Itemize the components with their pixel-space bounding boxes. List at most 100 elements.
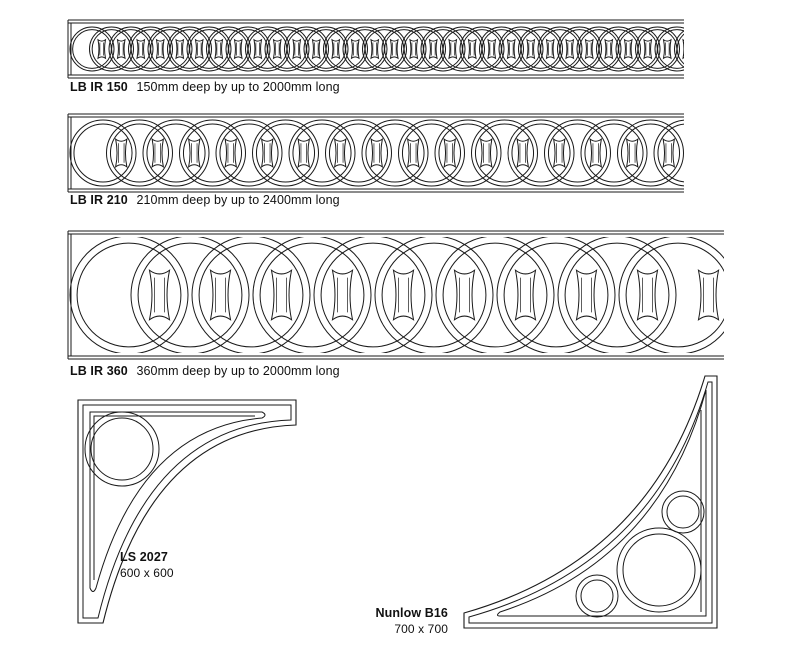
lozenge-detail — [300, 143, 307, 163]
ring-outer — [69, 26, 115, 72]
lozenge-detail — [581, 277, 592, 313]
ring-outer — [264, 26, 310, 72]
ring-outer — [108, 26, 154, 72]
lozenge-detail — [255, 42, 260, 56]
ring-outer — [398, 119, 465, 187]
lozenge-detail — [703, 277, 714, 313]
lozenge-boss — [467, 38, 477, 60]
lozenge-boss — [155, 38, 165, 60]
ring-inner — [328, 123, 389, 183]
lozenge-detail — [520, 277, 531, 313]
lozenge-boss — [700, 139, 711, 167]
ring-inner — [198, 242, 304, 348]
ring-outer — [654, 26, 684, 72]
ring-outer — [596, 26, 641, 72]
lozenge-detail — [215, 277, 226, 313]
lozenge-boss — [392, 269, 415, 321]
lozenge-boss — [148, 269, 171, 321]
lozenge-detail — [704, 43, 708, 56]
lozenge-detail — [353, 42, 358, 56]
lozenge-boss — [233, 38, 243, 60]
lozenge-boss — [116, 38, 126, 60]
lozenge-boss — [194, 38, 204, 60]
ring-outer — [147, 26, 193, 72]
lozenge-detail — [191, 143, 198, 163]
lozenge-boss — [448, 38, 458, 60]
bracket-code: LS 2027 — [120, 550, 168, 564]
ring-inner — [503, 242, 609, 348]
lozenge-boss — [526, 38, 536, 60]
ring-inner — [401, 123, 462, 183]
ring-outer — [381, 26, 427, 72]
lozenge-detail — [548, 42, 553, 56]
ring-outer — [479, 26, 524, 72]
bracket-inner-outline — [468, 381, 713, 624]
ring-inner — [381, 242, 487, 348]
panel-lb-ir-360-caption: LB IR 360 360mm deep by up to 2000mm lon… — [70, 364, 340, 378]
lozenge-boss — [270, 269, 293, 321]
lozenge-detail — [459, 277, 470, 313]
corner-ring-inner — [90, 417, 154, 481]
ring-inner — [657, 123, 684, 183]
lozenge-boss — [584, 38, 594, 60]
bracket-code: Nunlow B16 — [375, 606, 448, 620]
lozenge-detail — [645, 42, 650, 56]
ring-outer — [615, 26, 661, 72]
lozenge-boss — [409, 38, 419, 60]
panel-lb-ir-150-drawing — [67, 19, 710, 79]
lozenge-boss — [297, 137, 311, 169]
lozenge-boss — [703, 40, 710, 58]
lozenge-boss — [589, 137, 603, 169]
lozenge-boss — [625, 137, 639, 169]
ring-inner — [511, 123, 571, 183]
lozenge-detail — [264, 143, 271, 163]
lozenge-detail — [489, 42, 494, 56]
lozenge-detail — [197, 42, 202, 56]
lozenge-detail — [626, 42, 631, 56]
ring-inner — [365, 123, 425, 183]
bracket-rail-inner — [93, 415, 255, 580]
lozenge-boss — [697, 269, 720, 321]
ring-chain — [69, 119, 711, 187]
bracket-nunlow-b16-drawing — [463, 375, 718, 629]
lozenge-boss — [370, 137, 384, 169]
lozenge-boss — [370, 38, 380, 60]
lozenge-detail — [606, 42, 611, 56]
bracket-size: 700 x 700 — [394, 622, 448, 636]
ring-inner — [442, 242, 548, 348]
lozenge-boss — [209, 269, 232, 321]
ring-outer — [435, 237, 555, 353]
lozenge-detail — [556, 143, 563, 163]
ring-outer — [362, 26, 407, 72]
ring-outer — [557, 26, 602, 72]
lozenge-boss — [175, 38, 185, 60]
lozenge-detail — [227, 143, 234, 163]
ring-outer — [167, 26, 212, 72]
upper-ring-outer — [661, 490, 705, 534]
ring-inner — [137, 242, 243, 348]
panel-description: 150mm deep by up to 2000mm long — [136, 80, 340, 94]
lozenge-boss — [479, 137, 493, 169]
ring-chain — [69, 26, 710, 72]
lozenge-boss — [682, 38, 684, 60]
lozenge-detail — [685, 43, 689, 56]
panel-lb-ir-210-caption: LB IR 210 210mm deep by up to 2400mm lon… — [70, 193, 340, 207]
bracket-inner-outline — [82, 404, 292, 619]
ring-chain — [69, 237, 724, 353]
lozenge-detail — [702, 143, 708, 162]
ring-outer — [440, 26, 485, 72]
lozenge-detail — [446, 143, 453, 163]
ring-outer — [69, 119, 137, 187]
lozenge-detail — [337, 143, 344, 163]
ring-outer — [303, 26, 349, 72]
lozenge-boss — [389, 38, 399, 60]
ring-outer — [89, 26, 134, 72]
lozenge-boss — [552, 137, 566, 169]
ring-inner — [438, 123, 498, 183]
lozenge-detail — [177, 42, 182, 56]
lozenge-detail — [154, 277, 165, 313]
bracket-rail — [497, 389, 707, 617]
lozenge-detail — [333, 42, 338, 56]
ring-outer — [618, 237, 724, 353]
ring-outer — [635, 26, 680, 72]
